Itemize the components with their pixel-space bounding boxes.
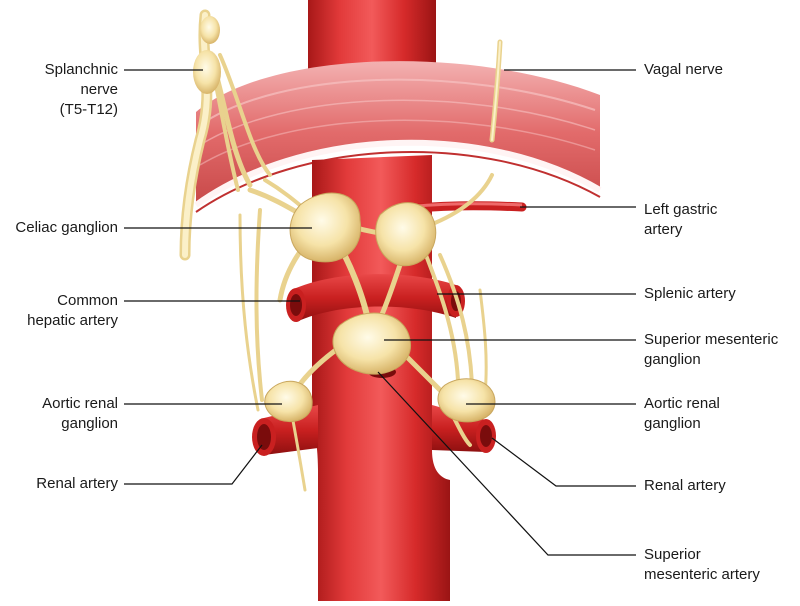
- aorta-lower: [312, 155, 450, 601]
- nerve-fibers: [179, 9, 503, 492]
- superior-mesenteric-ganglion-shape: [332, 312, 411, 375]
- label-aortic-renal-ganglion-right: Aortic renal ganglion: [644, 395, 720, 432]
- label-splanchnic-nerve: Splanchnic nerve (T5-T12): [44, 61, 118, 118]
- label-vagal-nerve: Vagal nerve: [644, 61, 723, 78]
- label-superior-mesenteric-ganglion: Superior mesenteric ganglion: [644, 331, 779, 368]
- label-renal-artery-left: Renal artery: [36, 475, 118, 492]
- diaphragm: [194, 61, 602, 213]
- label-common-hepatic-artery: Common hepatic artery: [27, 292, 118, 329]
- leader-renal-right: [491, 437, 636, 487]
- label-aortic-renal-ganglion-left: Aortic renal ganglion: [42, 395, 118, 432]
- label-renal-artery-right: Renal artery: [644, 477, 726, 494]
- celiac-ganglion-shape: [289, 192, 437, 267]
- aortic-renal-ganglion-shapes: [264, 378, 496, 423]
- leader-renal-left: [124, 444, 263, 485]
- splanchnic-nerve-ganglion-bulge: [193, 16, 221, 94]
- label-superior-mesenteric-artery: Superior mesenteric artery: [644, 546, 760, 583]
- label-celiac-ganglion: Celiac ganglion: [15, 219, 118, 236]
- label-splenic-artery: Splenic artery: [644, 285, 736, 302]
- leader-lines: [124, 69, 636, 556]
- label-left-gastric-artery: Left gastric artery: [644, 201, 718, 238]
- leader-sma: [377, 371, 636, 556]
